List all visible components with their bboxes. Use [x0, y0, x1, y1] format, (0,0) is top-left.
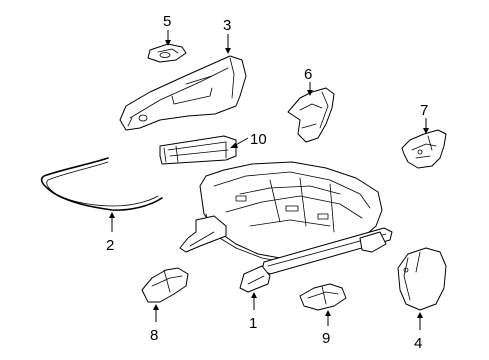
callout-6: 6 [304, 66, 312, 83]
callout-1: 1 [249, 315, 257, 332]
callout-10: 10 [250, 131, 267, 148]
callout-3: 3 [223, 17, 231, 34]
part-5-knob [147, 43, 187, 63]
callout-4: 4 [414, 335, 422, 352]
part-9-bracket [299, 283, 347, 311]
callout-2: 2 [106, 237, 114, 254]
part-1-seat-frame-track [179, 161, 393, 293]
callout-5: 5 [163, 13, 171, 30]
callout-8: 8 [150, 327, 158, 344]
part-3-side-shield [119, 55, 247, 131]
part-7-hook-bracket [401, 129, 447, 169]
part-6-bracket [287, 87, 335, 143]
part-4-cover [397, 247, 447, 311]
callout-7: 7 [420, 102, 428, 119]
part-8-bracket [141, 267, 189, 303]
callout-9: 9 [322, 330, 330, 347]
part-10-inner-shield [159, 135, 237, 165]
part-2-wire [40, 157, 163, 211]
leader-lines [109, 30, 429, 330]
callout-labels: 5 3 6 7 10 2 8 1 9 4 [106, 13, 428, 352]
